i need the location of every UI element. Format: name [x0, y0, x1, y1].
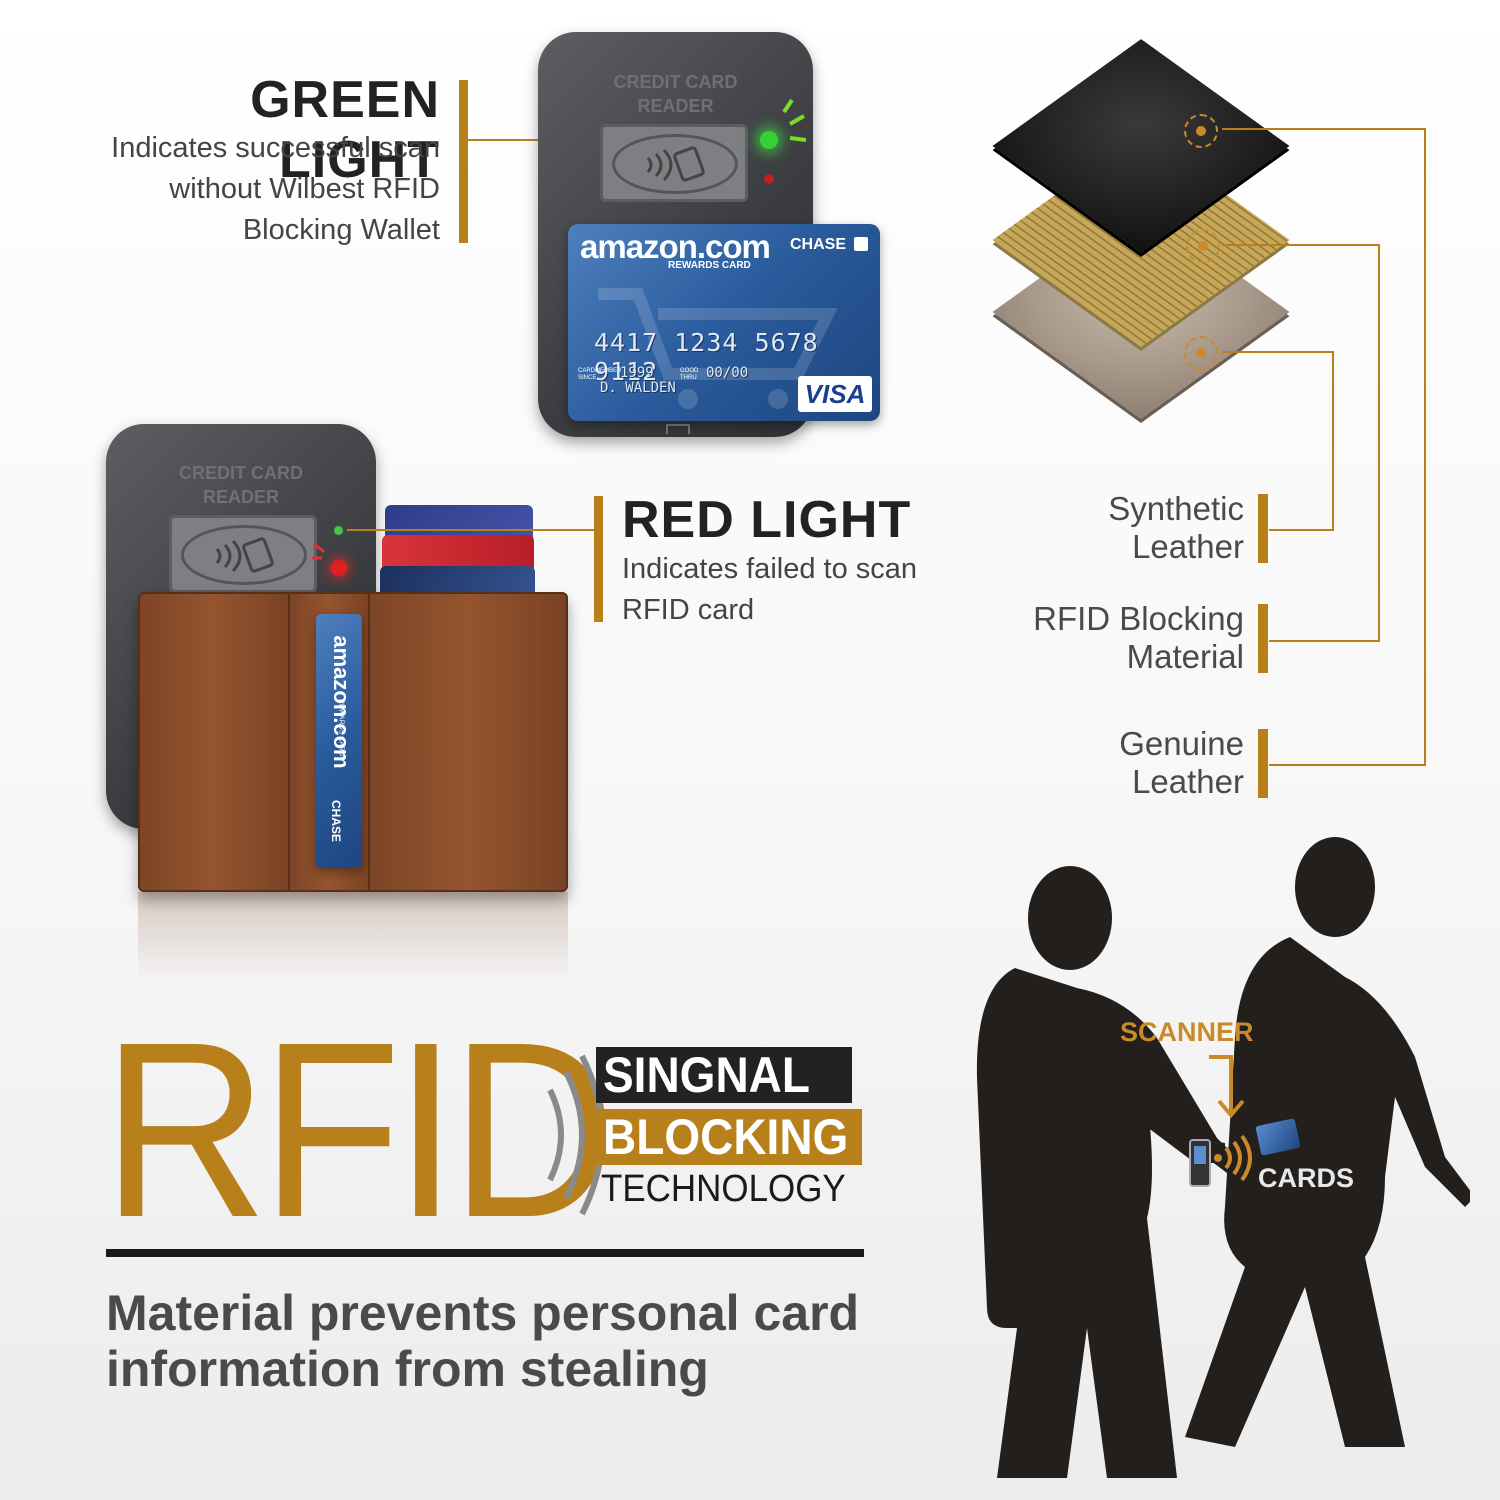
cards-label: CARDS — [1258, 1163, 1355, 1193]
reader2-scan-pad — [169, 515, 317, 593]
red-light-line-2: RFID card — [622, 594, 755, 626]
wallet-left-panel — [138, 592, 290, 892]
card-number: 4417 1234 5678 9112 — [594, 328, 819, 386]
connector-rfid-v — [1378, 244, 1380, 642]
connector-synthetic-h2 — [1269, 764, 1426, 766]
member-since-value: 1999 — [620, 365, 654, 381]
green-light-accent-bar — [459, 80, 468, 243]
layer-label-2-line-2: Material — [1126, 638, 1244, 675]
red-light-accent-bar — [594, 496, 603, 622]
card-bank: CHASE — [789, 236, 846, 253]
reader-title-line-1: CREDIT CARD — [613, 72, 738, 92]
reader-scan-pad — [600, 124, 748, 202]
genuine-target-icon — [1184, 336, 1218, 370]
connector-rfid-h2 — [1269, 640, 1380, 642]
good-thru-value: 00/00 — [706, 365, 749, 381]
reader-title-line-2: READER — [637, 96, 714, 116]
label-bar-1 — [1258, 494, 1268, 563]
red-led — [331, 560, 347, 576]
wallet-card-bank: CHASE — [329, 799, 343, 842]
red-light-line-1: Indicates failed to scan — [622, 553, 918, 585]
layer-label-2-line-1: RFID Blocking — [1033, 600, 1244, 637]
tagline-line-2: information from stealing — [106, 1341, 709, 1397]
label-bar-2 — [1258, 604, 1268, 673]
tagline-divider — [106, 1249, 864, 1257]
green-glow-rays-icon — [782, 98, 807, 142]
rfid-big-text: RFID — [102, 990, 617, 1269]
rfid-target-icon — [1186, 229, 1220, 263]
tagline-line-1: Material prevents personal card — [106, 1285, 860, 1341]
wallet-card-sub: REWARDS CARD — [337, 698, 345, 757]
label-bar-3 — [1258, 729, 1268, 798]
card-brand-sub: REWARDS CARD — [668, 260, 751, 271]
green-led — [760, 131, 778, 149]
green-light-line-3: Blocking Wallet — [242, 214, 440, 246]
word-singnal: SINGNAL — [603, 1047, 810, 1103]
red-led-off — [764, 174, 774, 184]
reader2-title-line-2: READER — [202, 487, 279, 507]
reader2-title-line-1: CREDIT CARD — [179, 463, 303, 483]
word-singnal-box — [596, 1047, 852, 1103]
word-blocking: BLOCKING — [603, 1109, 849, 1165]
scanner-label: SCANNER — [1120, 1017, 1254, 1047]
wallet: amazon.com REWARDS CARD CHASE — [138, 592, 568, 892]
connector-synthetic-h1 — [1222, 128, 1426, 130]
layer-label-2: RFID Blocking Material — [990, 600, 1244, 676]
layer-label-1: Synthetic Leather — [1000, 490, 1244, 566]
contactless-icon-2 — [215, 537, 274, 573]
card-brand: amazon.com — [580, 228, 771, 265]
green-led-off — [334, 526, 343, 535]
red-light-heading: RED LIGHT — [622, 491, 912, 549]
scanner-waves-icon — [1214, 1134, 1252, 1182]
reader-bottom-icon — [666, 424, 690, 434]
word-technology: TECHNOLOGY — [601, 1168, 846, 1210]
scanner-arrow-icon — [1209, 1055, 1245, 1119]
connector-synthetic-v — [1424, 128, 1426, 766]
layer-label-1-line-1: Synthetic — [1108, 490, 1244, 527]
silhouette-victim — [1185, 837, 1470, 1447]
green-light-heading: GREEN LIGHT — [250, 71, 440, 189]
wallet-right-panel — [368, 592, 568, 892]
member-since-label: CARDMEMBER SINCE — [578, 368, 622, 381]
scanner-device-icon — [1189, 1139, 1211, 1187]
red-light-pointer-line — [347, 529, 594, 531]
layer-label-1-line-2: Leather — [1132, 528, 1244, 565]
contactless-icon — [646, 146, 705, 182]
wallet-amazon-card: amazon.com REWARDS CARD CHASE — [316, 614, 362, 868]
silhouette-thief — [976, 866, 1235, 1478]
layer-label-3-line-2: Leather — [1132, 763, 1244, 800]
red-glow-rays-icon — [312, 542, 325, 560]
layer-label-3-line-1: Genuine — [1119, 725, 1244, 762]
cart-watermark-icon — [598, 288, 838, 409]
wallet-reflection — [138, 892, 568, 982]
layer-label-3: Genuine Leather — [1000, 725, 1244, 801]
red-light-description: Indicates failed to scan RFID card — [622, 549, 982, 631]
chase-logo-icon — [854, 237, 868, 251]
word-blocking-box — [596, 1109, 862, 1165]
green-light-line-1: Indicates successful scan — [111, 132, 440, 164]
card-holder: D. WALDEN — [600, 380, 676, 396]
green-light-line-2: without Wilbest RFID — [169, 173, 440, 205]
good-thru-label: GOOD THRU — [680, 368, 699, 381]
synthetic-target-icon — [1184, 114, 1218, 148]
amazon-credit-card: amazon.com REWARDS CARD CHASE 4417 1234 … — [568, 224, 880, 421]
connector-rfid-h1 — [1222, 244, 1380, 246]
connector-genuine-h2 — [1269, 529, 1334, 531]
connector-genuine-v — [1332, 351, 1334, 531]
connector-genuine-h1 — [1222, 351, 1334, 353]
green-light-description: Indicates successful scan without Wilbes… — [40, 128, 440, 251]
visa-logo: VISA — [798, 376, 872, 412]
tagline: Material prevents personal card informat… — [106, 1285, 906, 1397]
